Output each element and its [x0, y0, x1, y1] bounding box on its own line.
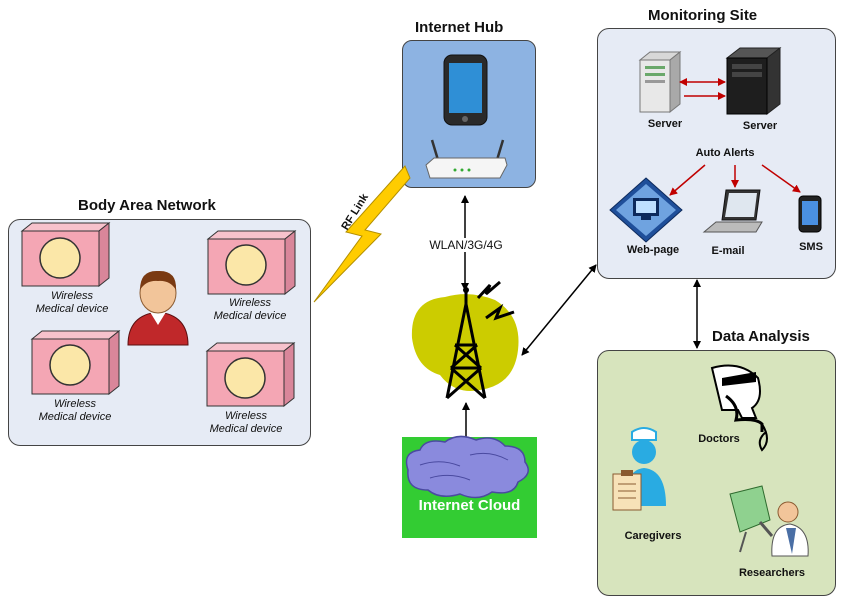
server-label-1: Server [647, 118, 683, 130]
email-label: E-mail [711, 245, 745, 257]
medical-device-icon-1 [20, 221, 111, 288]
medical-device-icon-2 [206, 229, 297, 296]
caregivers-label: Caregivers [624, 530, 682, 542]
server-icon-2 [725, 46, 782, 116]
server-icon-1 [638, 50, 682, 114]
researcher-icon [729, 485, 809, 557]
wlan-label: WLAN/3G/4G [426, 238, 506, 252]
alert-arrow-webpage [669, 164, 706, 196]
monitoring-site-title: Monitoring Site [648, 7, 758, 24]
smartphone-icon [443, 54, 488, 126]
router-icon [425, 139, 508, 179]
patient-icon [127, 270, 189, 346]
medical-device-icon-4 [205, 341, 296, 408]
webpage-label: Web-page [626, 244, 680, 256]
server-label-2: Server [742, 120, 778, 132]
monitoring-site-panel [597, 28, 836, 279]
caregiver-icon [612, 427, 666, 511]
laptop-icon [702, 189, 763, 233]
body-area-network-title: Body Area Network [78, 197, 216, 214]
alert-arrow-sms [761, 164, 801, 193]
internet-cloud-label: Internet Cloud [418, 497, 521, 514]
sms-label: SMS [799, 241, 823, 253]
doctors-label: Doctors [698, 433, 740, 445]
tower-monitoring-arrow [521, 264, 597, 356]
rf-link-bolt [313, 165, 411, 303]
auto-alerts-label: Auto Alerts [695, 147, 755, 159]
data-analysis-title: Data Analysis [712, 328, 810, 345]
researchers-label: Researchers [738, 567, 806, 579]
sms-phone-icon [798, 195, 822, 233]
internet-cloud-icon [405, 435, 529, 499]
medical-device-icon-3 [30, 329, 121, 396]
webpage-icon [609, 177, 683, 243]
doctor-icon [710, 364, 768, 452]
internet-hub-title: Internet Hub [415, 19, 504, 36]
cell-tower-icon [411, 280, 519, 400]
